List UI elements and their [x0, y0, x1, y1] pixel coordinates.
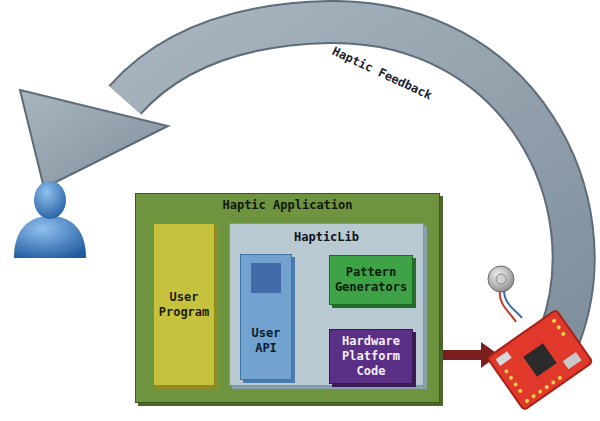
box-label: Pattern Generators	[333, 265, 409, 295]
library-box: HapticLibUser API Pattern GeneratorsHardw…	[229, 223, 424, 386]
box-label: User API	[243, 326, 289, 356]
platform-box: Hardware Platform Code	[329, 329, 413, 384]
box-label: Hardware Platform Code	[333, 334, 409, 379]
api-block	[251, 263, 281, 293]
api-box: User API	[240, 254, 292, 380]
controller-board	[487, 310, 593, 411]
vibration-motor	[488, 266, 522, 322]
box-label: User Program	[157, 290, 211, 320]
application-box: Haptic ApplicationUser Program HapticLibU…	[135, 193, 440, 403]
program-box: User Program	[153, 223, 215, 386]
generator-box: Pattern Generators	[329, 255, 413, 305]
box-title: HapticLib	[236, 230, 417, 245]
user-icon	[14, 181, 86, 258]
box-title: Haptic Application	[140, 198, 435, 213]
